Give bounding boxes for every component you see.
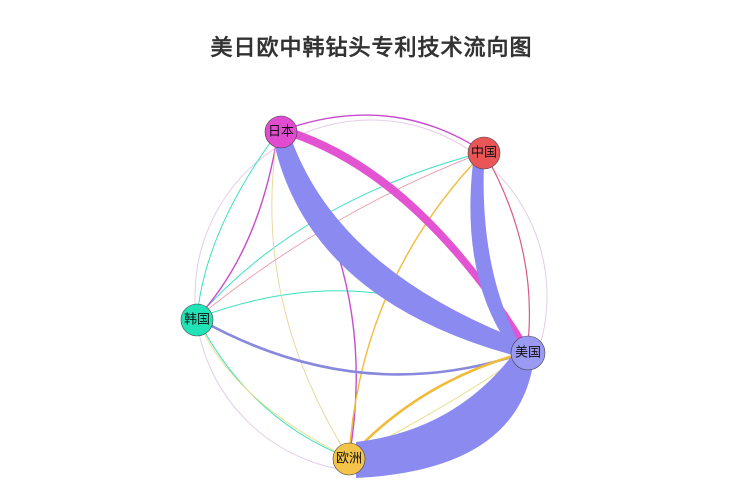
flow-japan-korea (196, 131, 279, 319)
node-label-korea: 韩国 (184, 313, 210, 328)
flow-usa-europe-thin (348, 350, 528, 459)
flow-usa-korea (196, 316, 528, 376)
flow-japan-china (277, 114, 485, 153)
node-china[interactable]: 中国 (467, 136, 501, 170)
flow-japan-europe-2 (271, 131, 350, 459)
node-usa[interactable]: 美国 (510, 335, 546, 371)
flow-usa-china-ribbon (470, 162, 520, 350)
flow-europe-korea (196, 317, 350, 459)
flow-korea-japan (196, 131, 279, 319)
node-label-china: 中国 (471, 146, 497, 161)
diagram-title: 美日欧中韩钻头专利技术流向图 (210, 36, 533, 61)
node-label-europe: 欧洲 (336, 452, 362, 467)
node-label-usa: 美国 (515, 346, 541, 361)
flow-korea-europe (196, 317, 350, 459)
node-korea[interactable]: 韩国 (180, 303, 214, 337)
node-label-japan: 日本 (268, 125, 294, 140)
node-europe[interactable]: 欧洲 (332, 442, 366, 476)
node-japan[interactable]: 日本 (264, 115, 298, 149)
flow-china-usa (483, 151, 531, 353)
flow-usa-japan-ribbon (274, 141, 520, 356)
flow-usa-europe-ribbon (356, 345, 534, 478)
